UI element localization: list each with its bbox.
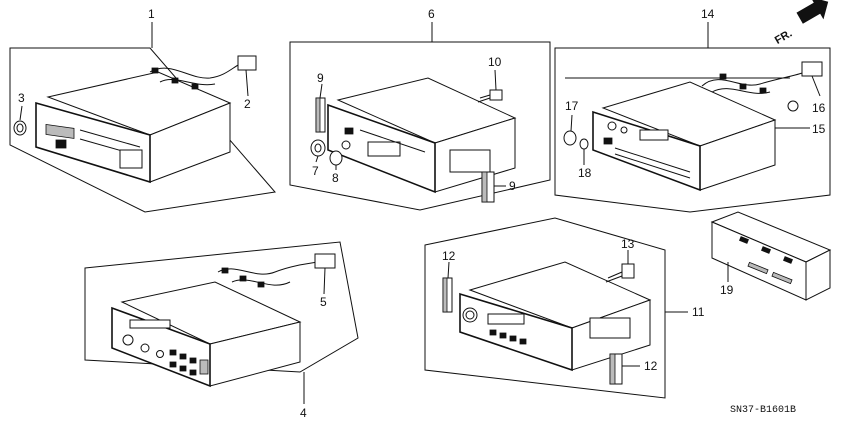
callout-7: 7 [312,164,319,178]
callout-1: 1 [148,7,155,21]
radio-unit-14-group [554,22,831,213]
callout-13: 13 [621,237,635,251]
callout-16: 16 [812,101,826,115]
callout-2: 2 [244,97,251,111]
wiring-harness-16 [701,61,823,94]
group-1-outline [9,47,276,213]
bracket-12-upper [442,277,453,313]
front-direction-indicator [796,0,829,24]
group-4-outline [84,241,359,373]
knob-3 [13,120,27,136]
callout-10: 10 [488,55,502,69]
radio-unit-6-group [289,22,551,211]
mounting-sleeve-19 [710,211,832,301]
bracket-9-lower [481,171,495,203]
callout-15: 15 [812,122,826,136]
radio-unit-11-group [424,217,688,399]
knob-18 [579,138,589,150]
callout-3: 3 [18,91,25,105]
radio-unit-4-group [84,241,359,404]
group-14-outline [554,47,831,213]
bolt-13 [605,263,635,283]
radio-unit-4 [111,281,302,388]
knob-17 [563,130,577,146]
knob-8 [329,150,343,166]
callout-18: 18 [578,166,592,180]
callout-11: 11 [692,305,705,319]
callout-12-upper: 12 [442,249,456,263]
callout-19: 19 [720,283,734,297]
radio-unit-1-group [9,22,276,213]
bracket-9-upper [315,97,326,133]
diagram-code: SN37-B1601B [730,405,796,416]
callout-5: 5 [320,295,327,309]
callout-9-upper: 9 [317,71,324,85]
callout-12-lower: 12 [644,359,658,373]
wiring-harness-5 [217,253,336,288]
radio-unit-14 [592,81,777,192]
bolt-10 [477,89,503,103]
callout-14: 14 [701,7,715,21]
callout-6: 6 [428,7,435,21]
callout-8: 8 [332,171,339,185]
direction-label: FR. [773,28,794,47]
callout-17: 17 [565,99,579,113]
radio-unit-1 [35,71,232,184]
screw-16 [787,100,799,112]
callout-4: 4 [300,406,307,420]
group-11-outline [424,217,666,399]
radio-unit-6 [327,77,517,194]
callout-9-lower: 9 [509,179,516,193]
knob-7 [310,139,326,157]
radio-unit-11 [459,261,652,372]
wiring-harness-2 [149,55,257,90]
bracket-12-lower [609,353,623,385]
